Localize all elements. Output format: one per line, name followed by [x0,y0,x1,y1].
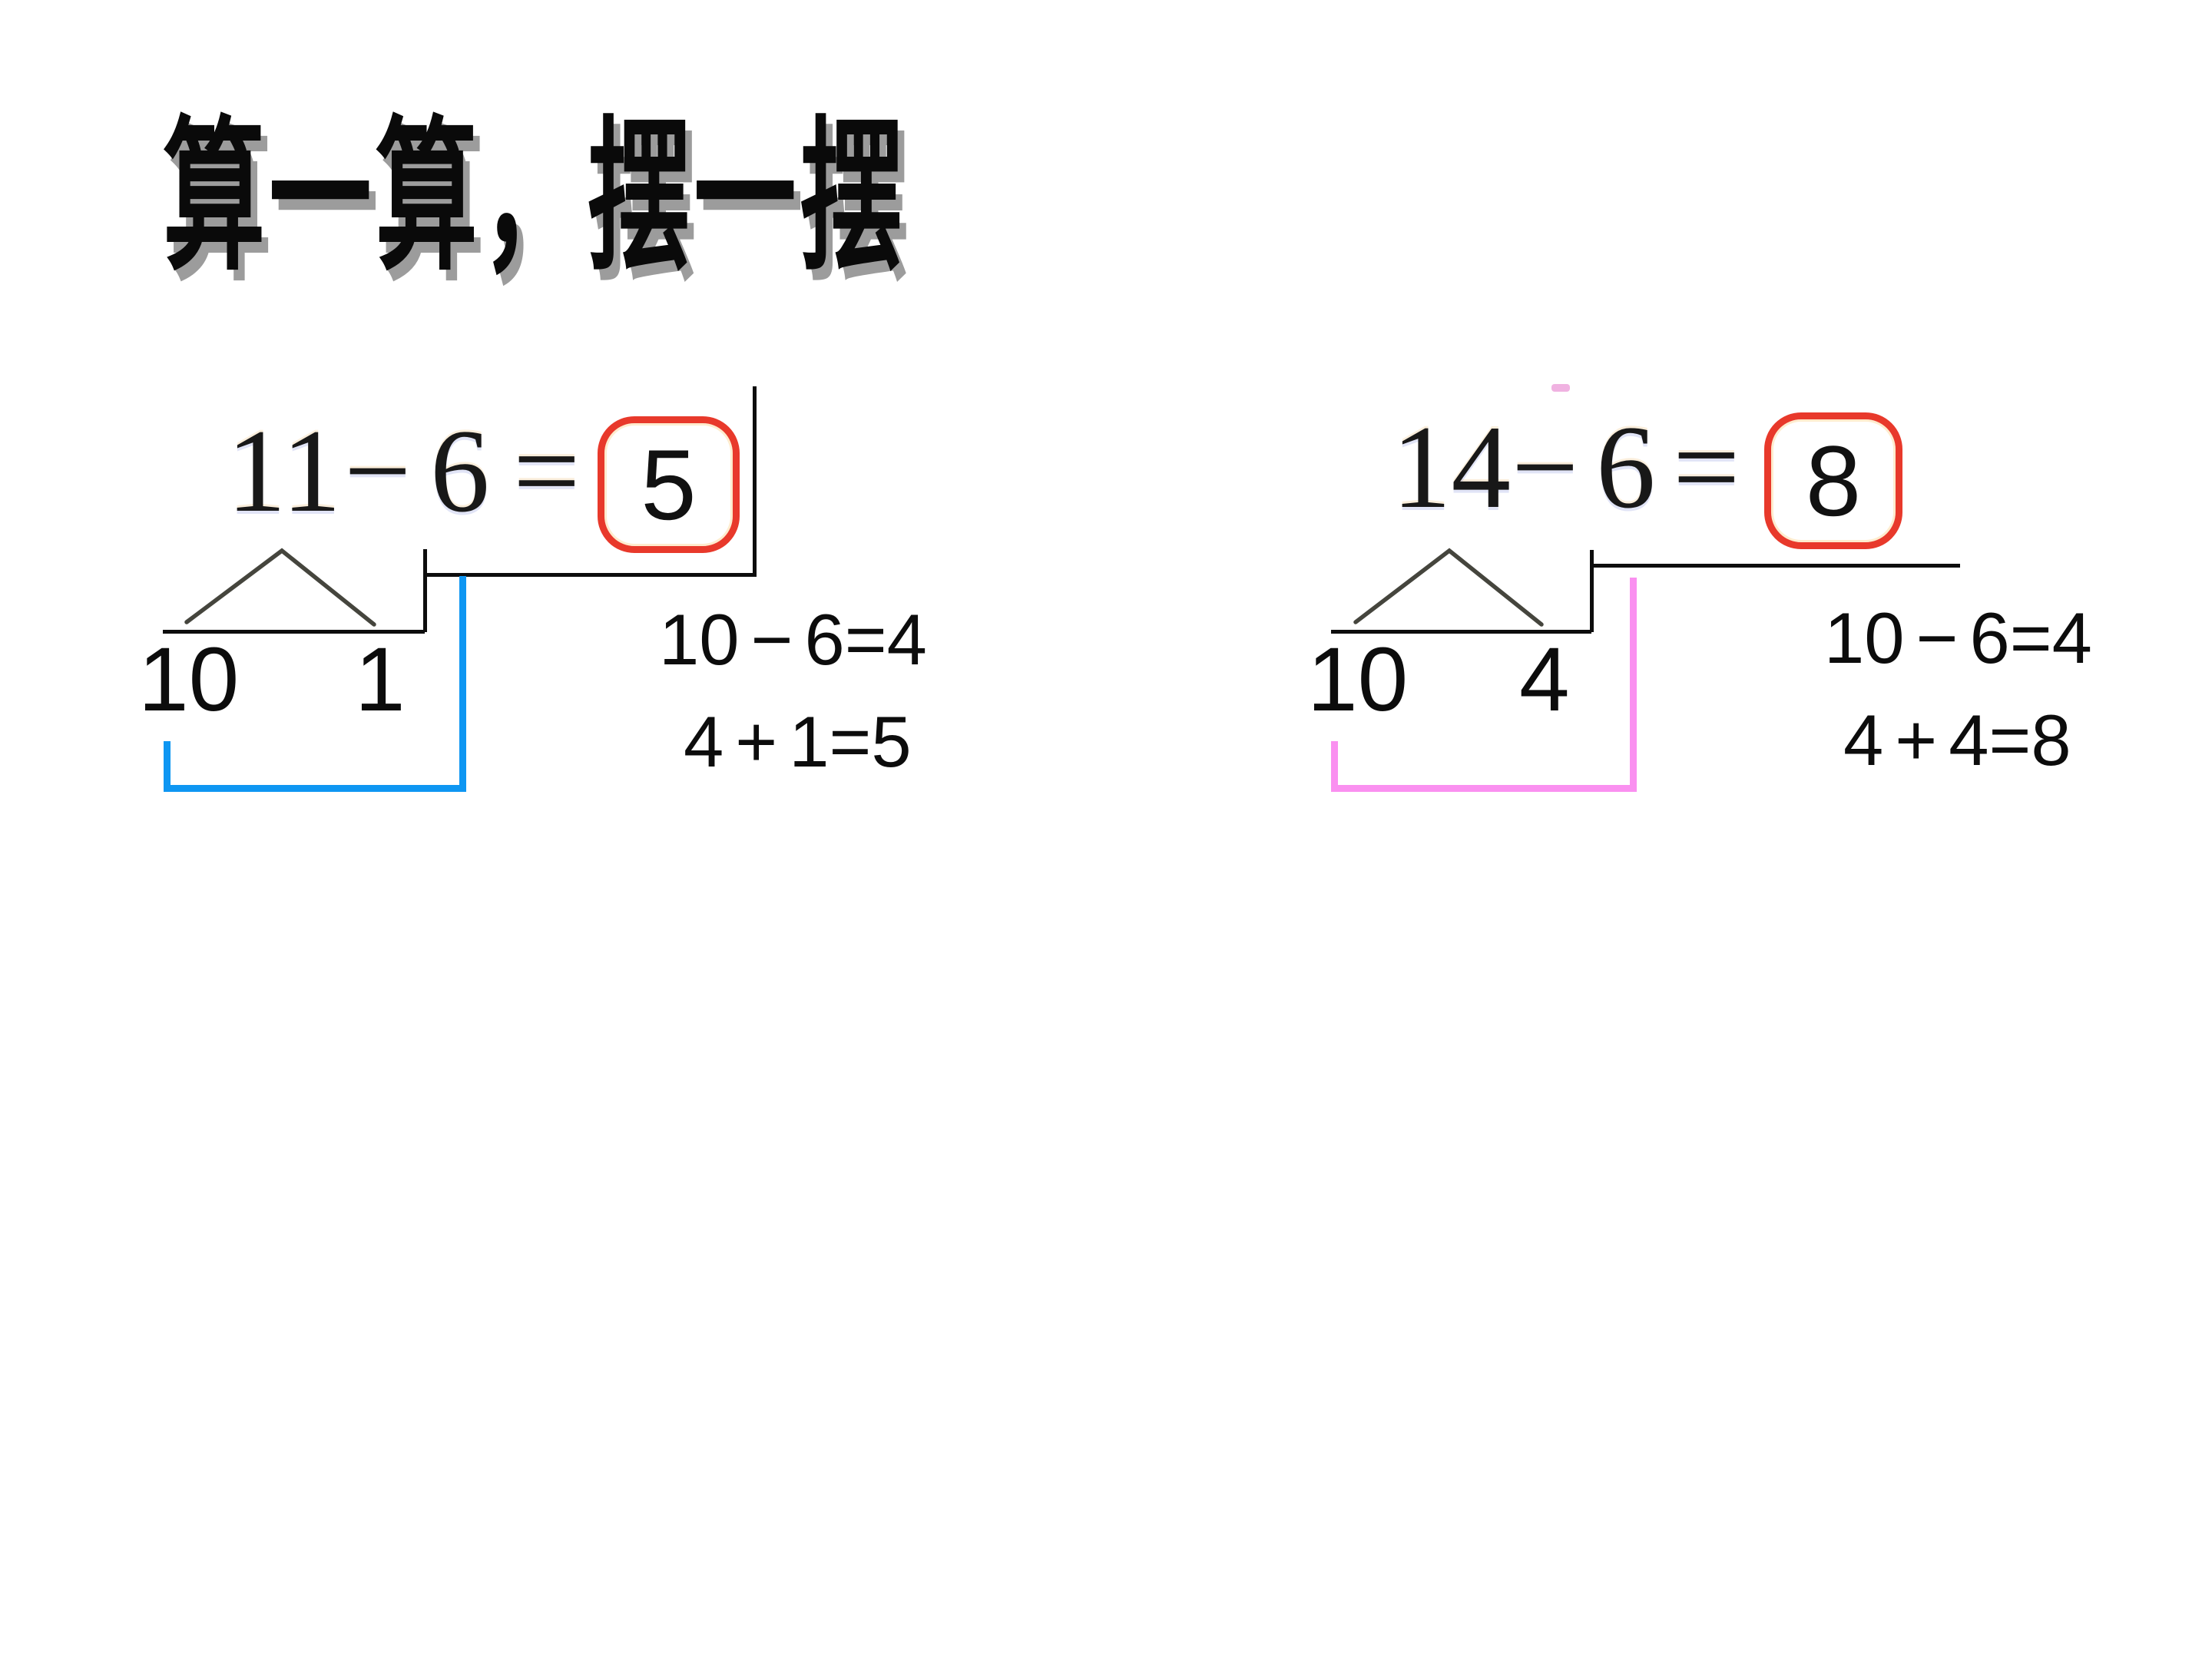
work-operand: 10 [659,599,740,680]
answer-value: 5 [641,429,697,541]
subtrahend: 6 [430,405,490,537]
answer-value: 8 [1805,425,1862,537]
minus-sign: − [1512,401,1579,533]
work-equation-1: 10−6=4 [1824,602,2092,674]
slide-title: 算一算，摆一摆 [163,99,906,293]
equals-sign: = [1673,401,1740,533]
answer-connector-vertical [753,386,757,577]
work-result: 5 [871,701,912,782]
step-connector-vertical-short [423,549,427,632]
split-caret-icon [184,548,376,627]
work-operand: 4 [684,701,724,782]
work-operand: 4 [1949,700,1989,780]
scan-artifact-dot [1551,384,1570,392]
equals-sign: = [513,405,581,537]
regroup-bracket-riser [1630,578,1637,792]
work-operator: − [1916,598,1959,678]
step-connector-horizontal [1590,564,1960,568]
work-result: 8 [2031,700,2071,780]
minuend: 11 [227,405,342,537]
work-operand: 1 [789,701,830,782]
work-operator: + [735,701,778,782]
regroup-bracket-bottom [164,785,466,792]
work-equals: = [844,599,887,680]
work-equals: = [2009,598,2052,678]
minuend: 14 [1392,401,1511,533]
part-remainder: 4 [1519,629,1570,730]
part-ten: 10 [138,629,240,730]
caret-underline [163,630,425,634]
work-equation-2: 4+1=5 [684,706,912,778]
step-connector-horizontal [423,573,757,577]
work-operand: 6 [804,599,845,680]
part-remainder: 1 [355,629,406,730]
work-equation-1: 10−6=4 [659,604,927,676]
work-operand: 4 [1843,700,1884,780]
regroup-bracket-left-tick [164,741,171,792]
work-operand: 6 [1969,598,2010,678]
subtrahend: 6 [1596,401,1656,533]
part-ten: 10 [1307,629,1409,730]
work-equals: = [829,701,872,782]
work-result: 4 [2051,598,2092,678]
regroup-bracket-riser [459,576,466,792]
regroup-bracket-left-tick [1331,741,1338,792]
split-caret-icon [1353,548,1544,627]
caret-underline [1331,630,1591,634]
work-operator: − [750,599,793,680]
work-equals: = [1988,700,2032,780]
answer-box: 8 [1764,412,1902,549]
regroup-bracket-bottom [1331,785,1637,792]
work-operator: + [1895,700,1938,780]
work-result: 4 [886,599,927,680]
answer-box: 5 [598,416,740,553]
step-connector-vertical-short [1590,550,1594,632]
minus-sign: − [344,405,412,537]
work-equation-2: 4+4=8 [1843,704,2071,777]
work-operand: 10 [1824,598,1905,678]
